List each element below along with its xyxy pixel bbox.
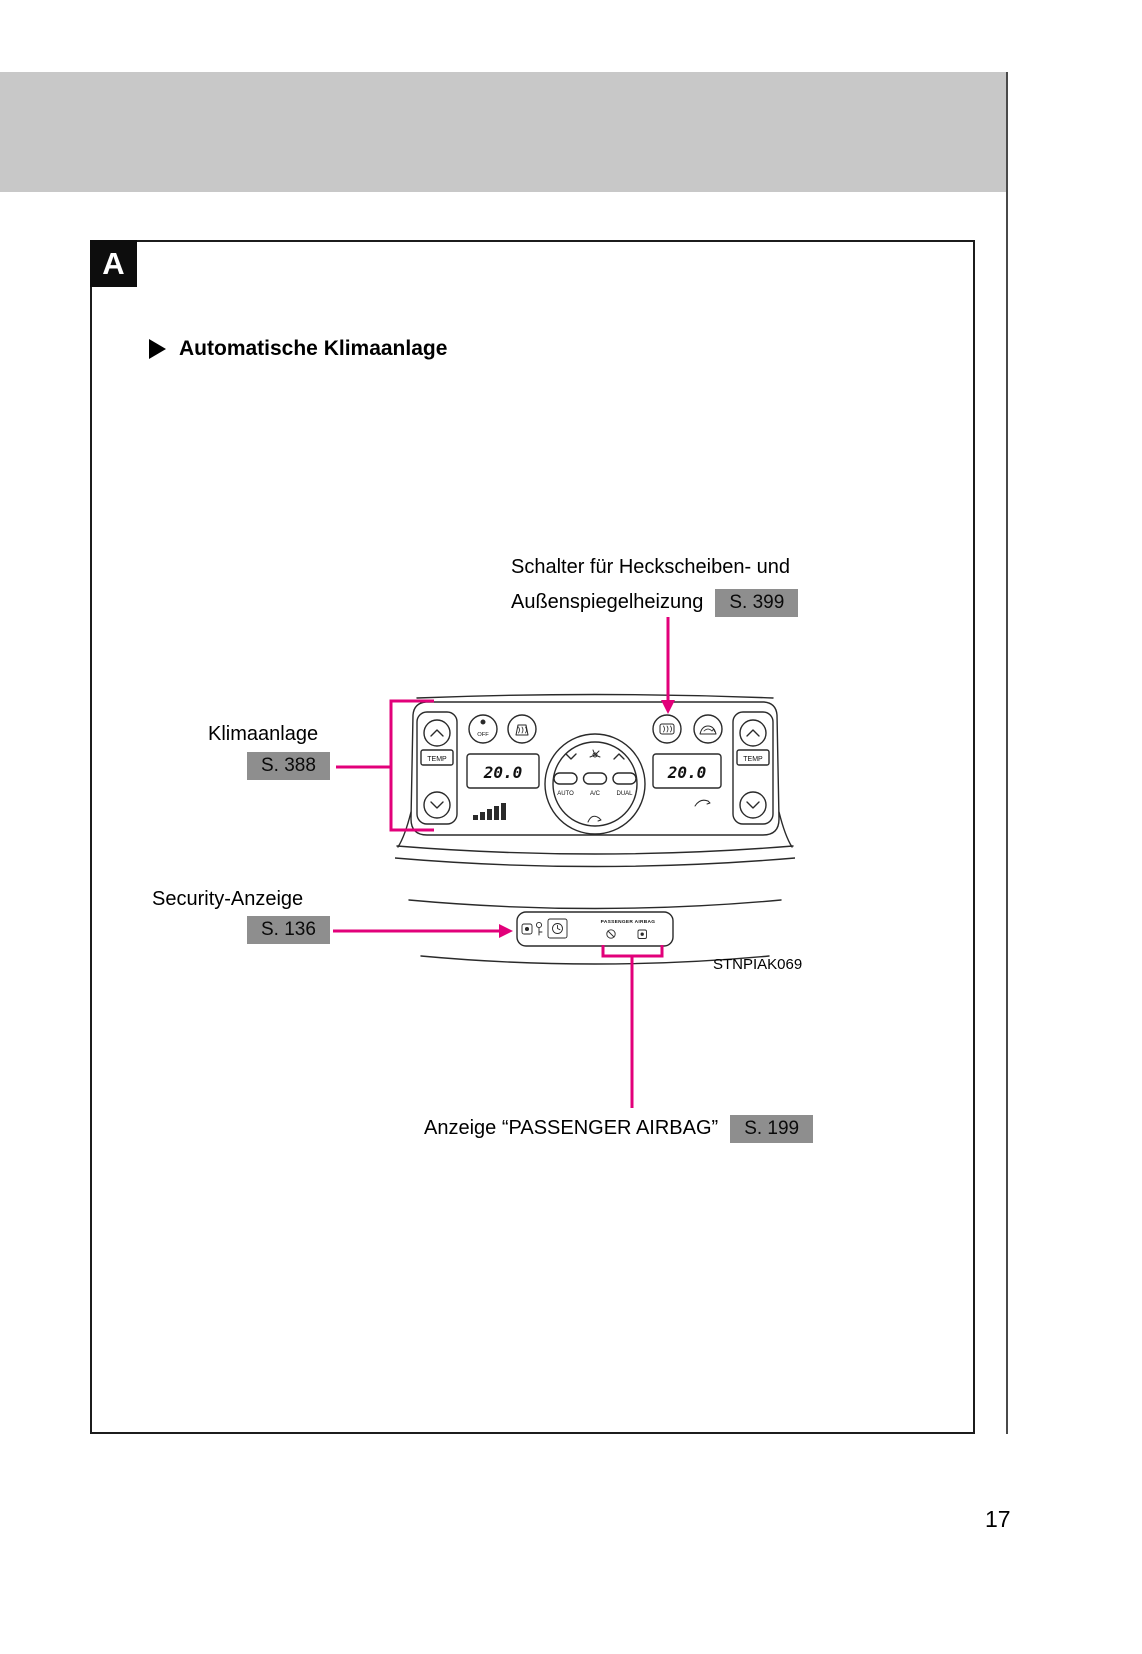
callout-climate: Klimaanlage [208, 723, 319, 745]
left-temp-controls [416, 711, 458, 825]
dashboard-lines [395, 845, 795, 965]
off-label: OFF [477, 732, 489, 738]
page-ref-badge: S. 199 [730, 1114, 814, 1143]
callout-airbag: Anzeige “PASSENGER AIRBAG”S. 199 [424, 1111, 814, 1146]
front-defrost-button [507, 714, 537, 744]
panel-left-wing [397, 811, 412, 848]
right-temp-controls [732, 711, 774, 825]
key-icon [535, 921, 543, 936]
ac-label: A/C [590, 791, 601, 797]
ac-button [582, 772, 608, 785]
fan-speed-display [473, 803, 506, 820]
climate-panel-illustration: 20.0 20.0 TEMP TEMP OFF AUTO A/C DUAL PA… [395, 693, 795, 965]
clock-display [547, 918, 568, 939]
image-code: STNPIAK069 [713, 956, 803, 973]
callout-security: Security-Anzeige [152, 888, 304, 910]
fan-down-icon [565, 753, 577, 760]
callout-heater-line1: Schalter für Heckscheiben- und [511, 556, 791, 578]
content-frame: A Automatische Klimaanlage [90, 240, 975, 1434]
page-ref-badge: S. 399 [715, 588, 799, 617]
right-edge-rule [1006, 72, 1008, 1434]
page-ref-badge: S. 388 [247, 752, 330, 780]
panel-right-wing [778, 811, 793, 848]
right-temp-display [652, 753, 722, 807]
panel-bezel [410, 701, 780, 836]
off-button [468, 714, 498, 744]
security-indicator-icon [521, 923, 533, 935]
fan-icon [589, 749, 601, 758]
callout-heater: Schalter für Heckscheiben- und Außenspie… [511, 550, 799, 620]
center-dial [544, 733, 646, 835]
page-ref-badge: S. 136 [247, 916, 330, 944]
passenger-airbag-label: PASSENGER AIRBAG [601, 919, 656, 925]
passenger-airbag-indicator [606, 929, 647, 939]
left-temp-value: 20.0 [483, 763, 523, 782]
right-temp-label: TEMP [743, 756, 763, 763]
left-temp-display [466, 753, 540, 789]
dual-label: DUAL [616, 791, 633, 797]
auto-button [553, 772, 578, 785]
airflow-mode-icon [587, 815, 602, 823]
panel-outer-top [416, 693, 774, 699]
page-heading: Automatische Klimaanlage [149, 337, 447, 361]
header-band [0, 72, 1007, 192]
section-a-badge: A [90, 240, 137, 287]
fan-up-icon [613, 753, 625, 760]
left-temp-label: TEMP [427, 756, 447, 763]
heading-arrow-icon [149, 339, 166, 359]
indicator-strip [516, 911, 674, 947]
heading-text: Automatische Klimaanlage [179, 337, 448, 360]
page-number: 17 [985, 1506, 1011, 1532]
auto-label: AUTO [557, 791, 574, 797]
rear-defrost-button [652, 714, 682, 744]
recirculation-button [693, 714, 723, 744]
dual-button [612, 772, 637, 785]
right-temp-value: 20.0 [667, 763, 707, 782]
vent-direction-icon [694, 799, 711, 807]
